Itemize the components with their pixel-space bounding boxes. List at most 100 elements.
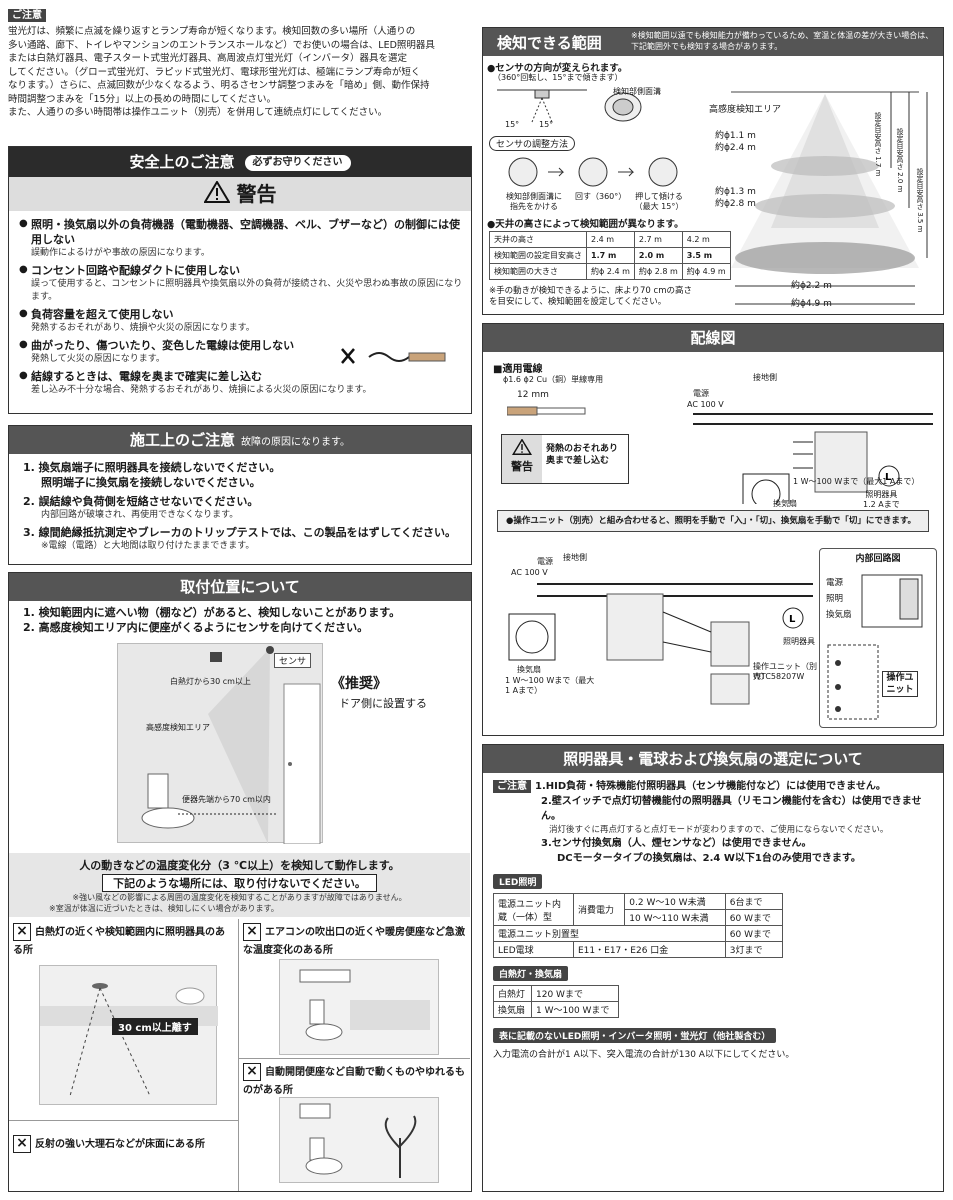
case-auto-seat: ×自動開閉便座など自動で動くものやゆれるものがある所	[239, 1059, 470, 1189]
warning-banner: 警告	[9, 177, 471, 211]
bullet-icon: ●	[19, 264, 28, 275]
step-3: 押して傾ける（最大 15°）	[634, 192, 684, 211]
dia-4: 約ϕ2.8 m	[715, 199, 756, 209]
notice-tag: ご注意	[8, 9, 46, 22]
range-cell: 天井の高さ	[489, 231, 587, 248]
safety-title: 安全上のご注意	[129, 153, 235, 171]
side-groove-label: 検知部側面溝	[613, 87, 661, 96]
label-area: 高感度検知エリア	[146, 723, 210, 732]
inc-header: 白熱灯・換気扇	[493, 966, 569, 981]
range-cell: 約ϕ 2.8 m	[633, 263, 683, 280]
case-1-text: 白熱灯の近くや検知範囲内に照明器具のある所	[13, 927, 225, 956]
construction-heading: 1. 換気扇端子に照明器具を接続しないでください。	[23, 461, 281, 474]
strip-length: 12 mm	[517, 390, 549, 400]
safety-item-desc: 差し込み不十分な場合、発熱するおそれがあり、焼損による火災の原因になります。	[31, 385, 372, 395]
range-section: 検知できる範囲 ※検知範囲以遠でも検知能力が備わっているため、室温と体温の差が大…	[482, 27, 944, 315]
sel-line-1: 1.HID負荷・特殊機能付照明器具（センサ機能付など）には使用できません。	[535, 781, 886, 792]
power-label-2: 電源	[537, 557, 553, 566]
temp-note2: ※室温が体温に近づいたときは、検知しにくい場合があります。	[49, 904, 279, 913]
prohibit-icon: ×	[243, 923, 261, 941]
safety-item: ●曲がったり、傷ついたり、変色した電線は使用しない発熱して火災の原因になります。	[17, 338, 463, 366]
sensor-tilt-diagram	[497, 86, 597, 129]
notice-section: ご注意 蛍光灯は、頻繁に点滅を繰り返すとランプ寿命が短くなります。検知回数の多い…	[8, 6, 472, 120]
ac-label: AC 100 V	[687, 400, 724, 409]
led-cell: 3灯まで	[724, 941, 784, 958]
case-4-text: 反射の強い大理石などが床面にある所	[35, 1139, 205, 1150]
construction-list: 1. 換気扇端子に照明器具を接続しないでください。照明端子に換気扇を接続しないで…	[9, 454, 471, 562]
range-title: 検知できる範囲	[497, 34, 602, 52]
temp-note1: ※強い風などの影響による周囲の温度変化を検知することがありますが故障ではありませ…	[72, 893, 407, 902]
temp-line2: 下記のような場所には、取り付けないでください。	[102, 874, 377, 892]
range-cell: 2.4 m	[586, 231, 635, 248]
safety-item-heading: 結線するときは、電線を奥まで確実に差し込む	[31, 370, 262, 383]
dia-6: 約ϕ4.9 m	[791, 299, 832, 309]
safety-item-heading: コンセント回路や配線ダクトに使用しない	[31, 264, 240, 277]
safety-list: ●照明・換気扇以外の負荷機器（電動機器、空調機器、ベル、ブザーなど）の制御には使…	[9, 211, 471, 406]
adjust-steps-icons	[503, 152, 683, 195]
height-2: 設定目安高さ 2.0 m	[896, 128, 904, 193]
led-cell: 電源ユニット内蔵（一体）型	[493, 893, 574, 926]
adjust-label: センサの調整方法	[489, 136, 576, 151]
construction-heading: 2. 誤結線や負荷側を短絡させないでください。	[23, 495, 259, 508]
other-header: 表に記載のないLED照明・インバータ照明・蛍光灯（他社製含む）	[493, 1028, 777, 1043]
mounting-item: 2. 高感度検知エリア内に便座がくるようにセンサを向けてください。	[23, 621, 369, 634]
led-cell: 10 W〜110 W未満	[624, 909, 726, 926]
wiring-section: 配線図 ■適用電線 ϕ1.6 ϕ2 Cu（銅）単線専用 12 mm 警告 発熱の…	[482, 323, 944, 736]
case-aircon: ×エアコンの吹出口の近くや暖房便座など急激な温度変化のある所	[239, 919, 470, 1059]
mounting-title: 取付位置について	[9, 573, 471, 601]
case-incandescent: ×白熱灯の近くや検知範囲内に照明器具のある所 30 cm以上離す	[9, 919, 239, 1121]
warning-icon	[202, 179, 231, 213]
wire-header: ■適用電線	[493, 364, 543, 375]
inc-cell: 1 W〜100 Wまで	[531, 1001, 619, 1018]
notice-line: または白熱灯器具、電子スタート式蛍光灯器具、高周波点灯蛍光灯（インバータ）器具を…	[8, 53, 408, 64]
fan-desc-2: 1 W〜100 Wまで（最大 1 Aまで）	[505, 676, 595, 695]
angle-right: 15°	[539, 120, 554, 129]
safety-item-desc: 発熱するおそれがあり、焼損や火災の原因になります。	[31, 323, 255, 333]
safety-item-desc: 誤動作によるけがや事故の原因になります。	[31, 248, 210, 258]
notice-line: また、人通りの多い時間帯は操作ユニット（別売）を併用して連続点灯にしてください。	[8, 107, 388, 118]
led-cell: 消費電力	[572, 893, 626, 926]
construction-item: 3. 線間絶縁抵抗測定やブレーカのトリップテストでは、この製品をはずしてください…	[23, 525, 457, 552]
ground-label-2: 接地側	[563, 553, 587, 562]
range-cell: 約ϕ 2.4 m	[586, 263, 635, 280]
notice-line: 多い通路、廊下、トイレやマンションのエントランスホールなど）でお使いの場合は、L…	[8, 39, 435, 51]
notice-line: 蛍光灯は、頻繁に点滅を繰り返すとランプ寿命が短くなります。検知回数の多い場所（人…	[8, 26, 416, 37]
range-cell: 1.7 m	[586, 247, 635, 264]
safety-item: ●結線するときは、電線を奥まで確実に差し込む差し込み不十分な場合、発熱するおそれ…	[17, 369, 463, 397]
range-dir2: （360°回転し、15°まで傾きます）	[493, 73, 623, 82]
aircon-illustration	[279, 959, 439, 1055]
led-cell: E11・E17・E26 口金	[573, 941, 726, 958]
power-label: 電源	[693, 389, 709, 398]
temp-notice: 人の動きなどの温度変化分（3 ℃以上）を検知して動作します。 下記のような場所に…	[9, 853, 470, 917]
svg-text:L: L	[789, 614, 796, 625]
ac-label-2: AC 100 V	[511, 568, 548, 577]
sel-line-3: 3.センサ付換気扇（人、煙センサなど）は使用できません。	[541, 838, 812, 849]
safety-item: ●負荷容量を超えて使用しない発熱するおそれがあり、焼損や火災の原因になります。	[17, 307, 463, 335]
selection-title: 照明器具・電球および換気扇の選定について	[483, 745, 943, 773]
mounting-item: 1. 検知範囲内に遮へい物（棚など）があると、検知しないことがあります。	[23, 606, 401, 619]
range-foot: ※手の動きが検知できるように、床より70 cmの高さを目安にして、検知範囲を設定…	[489, 286, 693, 307]
notice-text: 蛍光灯は、頻繁に点滅を繰り返すとランプ寿命が短くなります。検知回数の多い場所（人…	[8, 25, 472, 120]
construction-item: 1. 換気扇端子に照明器具を接続しないでください。照明端子に換気扇を接続しないで…	[23, 460, 457, 490]
prohibit-icon: ×	[13, 923, 31, 941]
unit-model: WTC58207W	[753, 672, 805, 681]
bullet-icon: ●	[19, 308, 28, 319]
dia-3: 約ϕ1.3 m	[715, 187, 756, 197]
dia-2: 約ϕ2.4 m	[715, 143, 756, 153]
bullet-icon: ●	[19, 218, 28, 229]
step-1: 検知部側面溝に指先をかける	[506, 192, 562, 211]
temp-line1: 人の動きなどの温度変化分（3 ℃以上）を検知して動作します。	[79, 859, 400, 872]
light-label: 照明器具	[865, 490, 898, 499]
inner-label: 電源	[826, 578, 844, 588]
safety-item: ●照明・換気扇以外の負荷機器（電動機器、空調機器、ベル、ブザーなど）の制御には使…	[17, 217, 463, 260]
led-cell: 60 Wまで	[724, 909, 784, 926]
height-title: ●天井の高さによって検知範囲が異なります。	[487, 219, 684, 230]
safety-pill: 必ずお守りください	[244, 154, 351, 171]
light-desc: 1.2 Aまで	[863, 500, 900, 509]
height-1: 設定目安高さ 1.7 m	[874, 112, 882, 177]
construction-heading: 3. 線間絶縁抵抗測定やブレーカのトリップテストでは、この製品をはずしてください…	[23, 526, 456, 539]
safety-item: ●コンセント回路や配線ダクトに使用しない誤って使用すると、コンセントに照明器具や…	[17, 263, 463, 304]
inc-cell: 120 Wまで	[531, 985, 619, 1002]
